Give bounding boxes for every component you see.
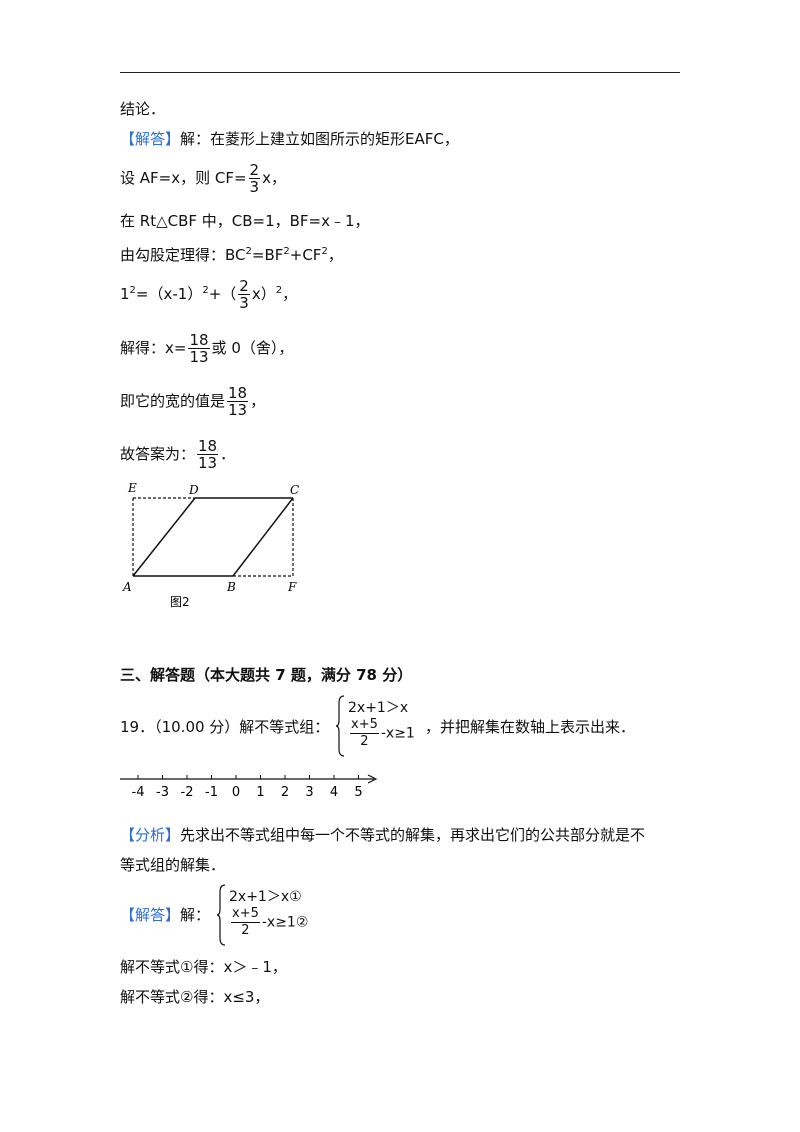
tick-label: -2 xyxy=(181,785,194,800)
text-line: 在 Rt△CBF 中，CB=1，BF=x﹣1， xyxy=(120,212,370,230)
text-line: 结论． xyxy=(120,100,166,118)
edge-BC xyxy=(232,497,294,577)
tick-label: -4 xyxy=(132,785,145,800)
question-19-tail: ，并把解集在数轴上表示出来． xyxy=(425,718,636,736)
inequality-1: 2x+1＞x① xyxy=(229,889,302,905)
tick-label: 0 xyxy=(232,785,240,800)
analysis-line: 【分析】先求出不等式组中每一个不等式的解集，再求出它们的公共部分就是不 xyxy=(120,826,646,844)
tick-label: 1 xyxy=(256,785,264,800)
tick-label: -3 xyxy=(156,785,169,800)
header-rule xyxy=(120,72,680,73)
answer-line: 【解答】解： xyxy=(120,906,211,924)
tick-label: 3 xyxy=(305,785,313,800)
tick-label: -1 xyxy=(205,785,218,800)
axis-arrow xyxy=(367,774,378,784)
label-E: E xyxy=(127,481,137,495)
system-brace xyxy=(217,884,226,946)
label-A: A xyxy=(122,580,132,594)
question-19: 19．（10.00 分）解不等式组： xyxy=(120,718,330,736)
label-D: D xyxy=(188,483,199,497)
label-C: C xyxy=(290,483,299,497)
label-F: F xyxy=(287,580,297,594)
inequality-1: 2x+1＞x xyxy=(348,700,409,716)
rhombus-figure: E D C A B F 图2 xyxy=(122,481,299,609)
text-line: 由勾股定理得：BC2=BF2+CF2， xyxy=(120,246,343,264)
solution-line-1: 解不等式①得：x＞﹣1， xyxy=(120,958,287,976)
label-B: B xyxy=(226,580,236,594)
analysis-tag: 【分析】 xyxy=(120,826,181,844)
system-brace xyxy=(336,695,345,757)
section-title: 三、解答题（本大题共 7 题，满分 78 分） xyxy=(120,666,413,684)
edge-AD xyxy=(132,497,196,577)
analysis-line: 等式组的解集． xyxy=(120,856,226,874)
solution-line-2: 解不等式②得：x≤3， xyxy=(120,988,270,1006)
tick-label: 2 xyxy=(281,785,289,800)
tick-label: 4 xyxy=(330,785,338,800)
answer-tag: 【解答】 xyxy=(120,906,181,924)
figure-caption: 图2 xyxy=(170,595,190,609)
number-line: -4 -3 -2 -1 0 1 2 3 4 5 xyxy=(120,774,378,800)
tick-label: 5 xyxy=(354,785,362,800)
answer-tag: 【解答】 xyxy=(120,130,181,148)
answer-line: 【解答】解：在菱形上建立如图所示的矩形EAFC， xyxy=(120,130,459,148)
